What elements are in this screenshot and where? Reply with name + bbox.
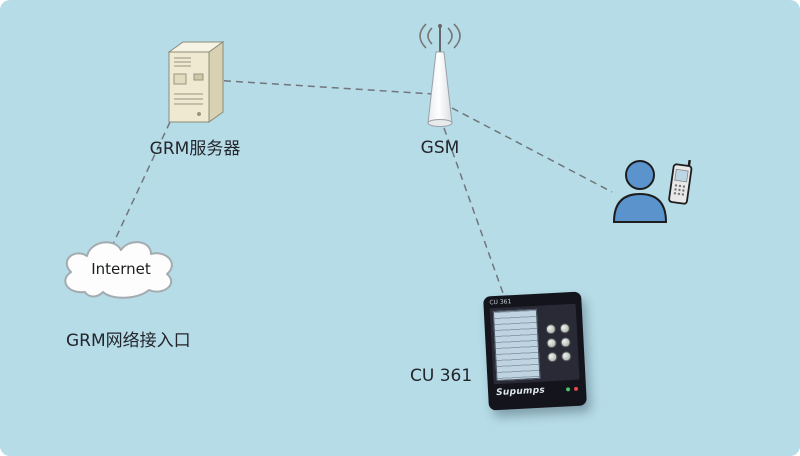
node-internet: Internet (50, 230, 192, 312)
cu361-label: CU 361 (410, 366, 473, 386)
panel-button (560, 351, 572, 362)
node-gsm: GSM (392, 20, 488, 158)
grm-server-label: GRM服务器 (149, 139, 241, 159)
panel-button (546, 337, 557, 349)
panel-button (546, 351, 558, 363)
green-led-icon (565, 387, 571, 392)
cu361-buttons (540, 307, 576, 379)
person-phone-icon (612, 159, 693, 223)
gsm-antenna-icon (419, 23, 461, 127)
panel-button (560, 337, 571, 348)
panel-button (545, 323, 556, 335)
server-icon (167, 41, 225, 123)
node-mobile-user (606, 156, 698, 228)
panel-button (559, 323, 570, 334)
cu361-device: CU 361 Supumps (483, 291, 587, 411)
grm-network-entry-label: GRM网络接入口 (66, 331, 191, 351)
red-led-icon (573, 386, 579, 392)
gsm-label: GSM (420, 138, 460, 158)
cloud-icon (64, 241, 173, 299)
cu361-screen (492, 308, 541, 382)
internet-label: Internet (91, 260, 151, 278)
node-grm-server: GRM服务器 (130, 36, 260, 159)
cu361-brand: Supumps (495, 385, 546, 399)
cu361-face (489, 303, 580, 385)
